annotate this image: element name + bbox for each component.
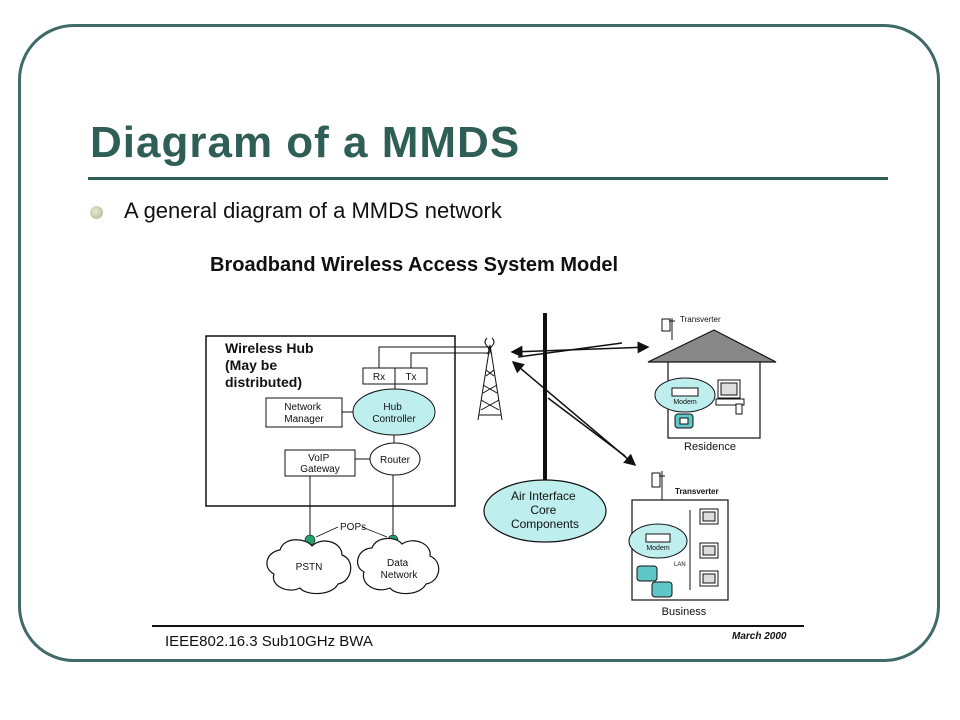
- hub-antenna-tower: [477, 337, 503, 421]
- tx-antenna-line: [410, 352, 490, 368]
- transverter-bottom-icon: [651, 471, 665, 500]
- phone-bottom-icons: [636, 565, 673, 598]
- residence-label: Residence: [684, 441, 736, 453]
- footer-right: March 2000: [732, 631, 787, 642]
- computer-top-icon: [715, 379, 745, 415]
- pops-pointer-2: [361, 526, 388, 538]
- diagram-title: Broadband Wireless Access System Model: [210, 254, 618, 276]
- wireless-hub-label: Wireless Hub (May be distributed): [225, 340, 317, 390]
- data-network-cloud: [356, 537, 440, 595]
- computer-bottom-icons: [699, 508, 719, 587]
- bullet-text: A general diagram of a MMDS network: [124, 198, 502, 223]
- network-manager-label: Network Manager: [284, 402, 324, 425]
- pstn-cloud: [266, 539, 352, 595]
- rx-label: Rx: [373, 372, 385, 383]
- footer-left: IEEE802.16.3 Sub10GHz BWA: [165, 633, 373, 650]
- wireless-hub-box: [205, 335, 456, 507]
- voip-gateway-label: VoIP Gateway: [300, 453, 339, 475]
- pstn-label: PSTN: [296, 562, 323, 573]
- air-interface-label: Air Interface Core Components: [511, 489, 579, 531]
- modem-bottom-icon: [645, 533, 671, 543]
- hub-controller-label: Hub Controller: [372, 402, 416, 425]
- tx-label: Tx: [405, 372, 416, 383]
- voip-gateway-box: [284, 449, 356, 477]
- pops-pointer: [315, 526, 339, 538]
- title-underline: [88, 177, 888, 180]
- router-label: Router: [380, 455, 411, 466]
- pops-label: POPs: [340, 522, 366, 533]
- modem-bottom-label: Modem: [646, 545, 670, 552]
- data-network-label: Data Network: [381, 558, 419, 581]
- transverter-top-label: Transverter: [680, 315, 721, 324]
- phone-top-icon: [674, 413, 694, 429]
- slide-frame: [18, 24, 940, 662]
- rx-antenna-line: [378, 346, 490, 368]
- transverter-bottom-label: Transverter: [675, 487, 719, 496]
- air-interface-node: [483, 479, 607, 543]
- link-arrow-business-b: [547, 397, 626, 457]
- modem-top-icon: [671, 387, 699, 397]
- transverter-top-icon: [661, 318, 675, 340]
- slide-title: Diagram of a MMDS: [90, 118, 521, 167]
- link-arrow-residence-b: [517, 342, 623, 358]
- business-label: Business: [662, 606, 707, 618]
- lan-label: LAN: [674, 562, 686, 568]
- bullet-icon: [90, 206, 103, 219]
- link-arrow-residence-a: [510, 341, 650, 358]
- modem-top-label: Modem: [673, 399, 697, 406]
